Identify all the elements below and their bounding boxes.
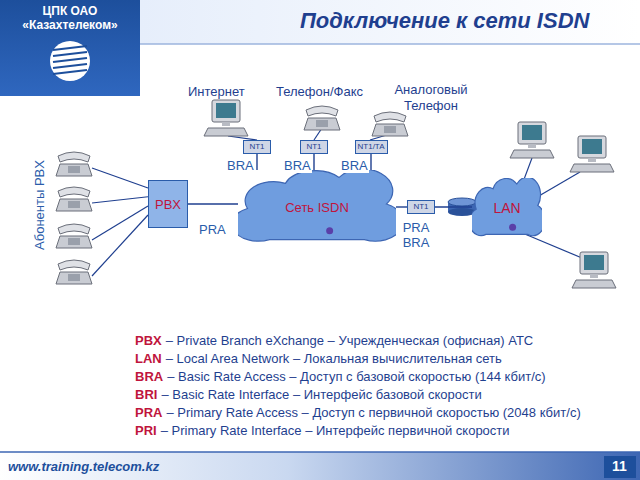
device-label: Телефон/Факс <box>276 84 363 100</box>
node-text: Сеть ISDN <box>285 200 349 215</box>
edge-label: PRA <box>198 222 227 237</box>
definition: – Basic Rate Access – Доступ с базовой с… <box>167 369 545 385</box>
connector <box>188 203 238 204</box>
connector <box>256 154 257 170</box>
connector <box>396 206 407 207</box>
cable <box>92 215 148 276</box>
title-band <box>140 0 640 44</box>
computer-icon <box>204 100 248 136</box>
abbreviation: BRA <box>135 369 163 385</box>
node-text: LAN <box>493 200 520 216</box>
cable <box>92 206 148 240</box>
computer-icon <box>510 122 554 158</box>
edge-label: BRA <box>226 158 255 173</box>
page-number-box <box>604 456 636 478</box>
abbreviation: BRI <box>135 387 157 403</box>
definition: – Private Branch eXchange – Учрежденческ… <box>166 333 534 349</box>
computer-icon <box>572 252 616 288</box>
nt1-ta-box: NT1/TA <box>355 140 388 154</box>
node-text: NT1 <box>249 142 264 152</box>
abbreviation: PRA <box>135 405 162 421</box>
edge-label: PRA BRA <box>400 220 432 250</box>
footer-url: www.training.telecom.kz <box>8 459 159 475</box>
page-number: 11 <box>612 458 627 474</box>
computer-icon <box>570 136 614 172</box>
telephone-icon <box>56 260 92 284</box>
telephone-icon <box>372 112 408 136</box>
cable <box>520 232 582 258</box>
company-badge: ЦПК ОАО «Казахтелеком» <box>0 0 140 96</box>
title-rule <box>140 43 640 45</box>
device-label: Аналоговый Телефон <box>392 82 470 114</box>
devices <box>56 100 616 288</box>
node-text: NT1 <box>306 142 321 152</box>
node-text: ЦПК ОАО «Казахтелеком» <box>15 4 125 32</box>
definition: – Local Area Network – Локальная вычисли… <box>166 351 502 367</box>
connector <box>313 154 314 170</box>
edge-label: BRA <box>283 158 312 173</box>
definition: – Basic Rate Interface – Интерфейс базов… <box>161 387 481 403</box>
abbreviation: PRI <box>135 423 157 439</box>
device-label: Интернет <box>188 84 245 100</box>
node-text: NT1 <box>413 202 428 212</box>
definition: – Primary Rate Interface – Интерфейс пер… <box>161 423 510 439</box>
isdn-cloud: Сеть ISDN <box>238 170 396 244</box>
company-logo <box>45 36 95 86</box>
nt1-box: NT1 <box>300 140 328 154</box>
nt1-box: NT1 <box>243 140 271 154</box>
telephone-icon <box>56 152 92 176</box>
cable <box>92 168 148 188</box>
node-text: PBX <box>155 197 181 212</box>
telephone-icon <box>56 224 92 248</box>
connector <box>370 154 371 170</box>
connector <box>435 206 472 207</box>
abbreviation: LAN <box>135 351 162 367</box>
pbx-box: PBX <box>148 180 188 228</box>
telephone-icon <box>304 106 340 130</box>
lan-cloud: LAN <box>472 178 542 238</box>
slide-title: Подключение к сети ISDN <box>300 8 589 34</box>
abbreviation: PBX <box>135 333 162 349</box>
nt1-box: NT1 <box>407 200 435 214</box>
node-text: NT1/TA <box>358 142 385 152</box>
edge-label: BRA <box>340 158 369 173</box>
definition: – Primary Rate Access – Доступ с первичн… <box>166 405 580 421</box>
group-label: Абоненты PBX <box>32 160 48 250</box>
footer-band <box>0 452 640 480</box>
footer-rule <box>0 451 640 453</box>
telephone-icon <box>56 187 92 211</box>
cable <box>92 197 148 203</box>
